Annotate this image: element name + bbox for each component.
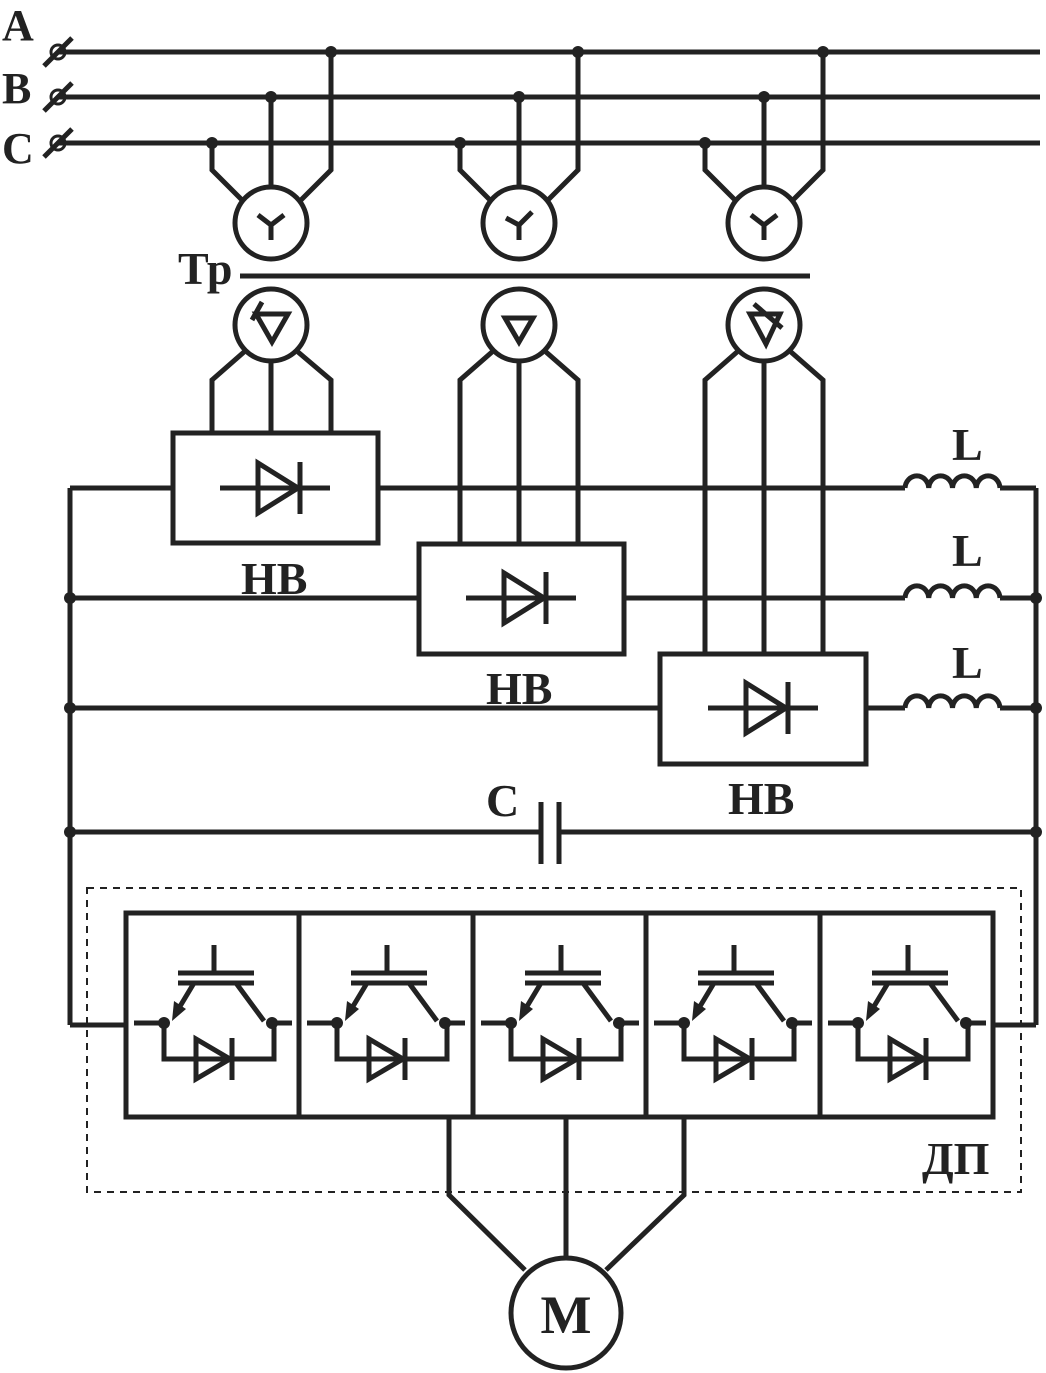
capacitor-label: C [486,775,519,826]
rectifier-block-1 [170,430,381,546]
inverter-boundary [86,887,1022,1193]
inverter-label: ДП [922,1133,989,1184]
inductor-label-3: L [952,637,983,688]
capacitor [538,802,562,864]
rectifier-block-2 [416,541,627,657]
transformer-primaries [206,46,829,262]
rectifier-label-3: НВ [728,773,794,824]
igbt-cell-1 [134,945,292,1080]
igbt-cell-3 [481,945,639,1080]
inductor-label-2: L [952,525,983,576]
motor-label: M [541,1285,592,1345]
transformer-label: Тр [178,243,233,294]
igbt-cell-2 [307,945,465,1080]
supply-bus [42,36,1040,159]
rectifier-block-3 [657,651,869,767]
inductor-label-1: L [952,419,983,470]
dc-bus [64,485,1042,1028]
rectifier-label-1: НВ [241,553,307,604]
transformer-secondaries [209,286,826,654]
phase-b-label: B [2,64,31,113]
rectifier-label-2: НВ [486,663,552,714]
igbt-cell-4 [654,945,812,1080]
motor [508,1255,624,1371]
inductor-1 [902,473,1003,489]
motor-leads [446,1117,687,1272]
phase-a-label: A [2,1,34,50]
inductor-3 [902,693,1003,709]
igbt-cell-5 [828,945,986,1080]
inverter-module-box [123,910,996,1120]
phase-c-label: C [2,124,34,173]
inductor-2 [902,583,1003,599]
